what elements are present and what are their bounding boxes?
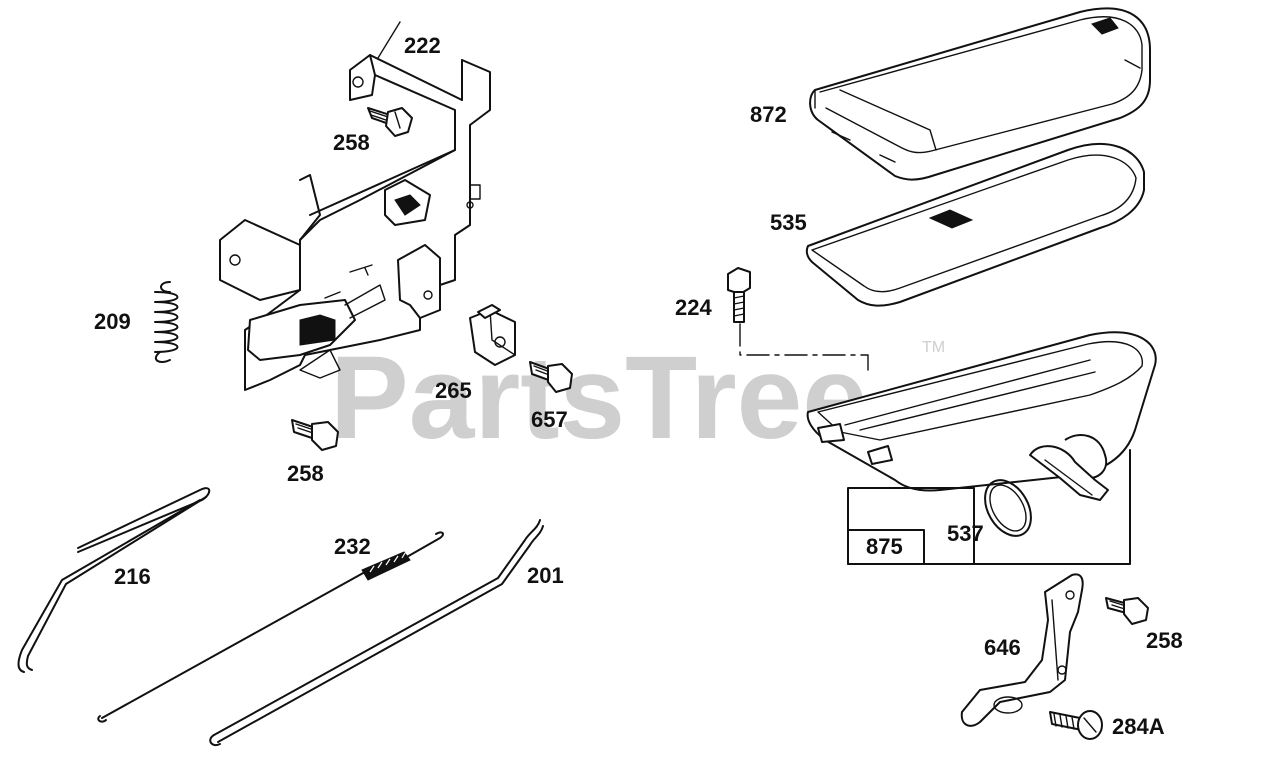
part-label-537: 537 [947,521,984,546]
part-label-265: 265 [435,378,472,403]
control-bracket-drawing [219,21,491,391]
part-label-222: 222 [404,33,441,58]
screw-284A-drawing [1049,710,1103,740]
part-label-216: 216 [114,564,151,589]
link-201-drawing [209,519,544,746]
part-label-872: 872 [750,102,787,127]
bolt-224-drawing [727,267,869,371]
part-label-201: 201 [527,563,564,588]
part-label-232: 232 [334,534,371,559]
screw-258-middle-drawing [291,419,339,451]
part-label-224: 224 [675,295,712,320]
screw-657-drawing [529,361,573,393]
spring-link-232-drawing [97,531,444,723]
screw-258-right-drawing [1105,597,1149,625]
part-label-284A: 284A [1112,714,1165,739]
air-filter-535-drawing [805,142,1145,307]
part-label-535: 535 [770,210,807,235]
link-216-drawing [17,487,211,673]
air-cleaner-cover-872-drawing [809,7,1151,181]
part-label-209: 209 [94,309,131,334]
watermark-trademark: TM [922,339,945,356]
watermark-text: PartsTree [330,332,868,464]
o-ring-537-drawing [984,479,1032,537]
part-label-258-middle: 258 [287,461,324,486]
part-label-258-top: 258 [333,130,370,155]
screw-258-top-drawing [367,107,413,137]
spring-209-drawing [154,281,179,363]
bracket-646-drawing [960,573,1084,727]
part-label-657: 657 [531,407,568,432]
clip-265-drawing [469,304,516,366]
part-label-646: 646 [984,635,1021,660]
part-label-258-right: 258 [1146,628,1183,653]
part-label-875: 875 [866,534,903,559]
air-cleaner-base-875-drawing [806,331,1157,565]
